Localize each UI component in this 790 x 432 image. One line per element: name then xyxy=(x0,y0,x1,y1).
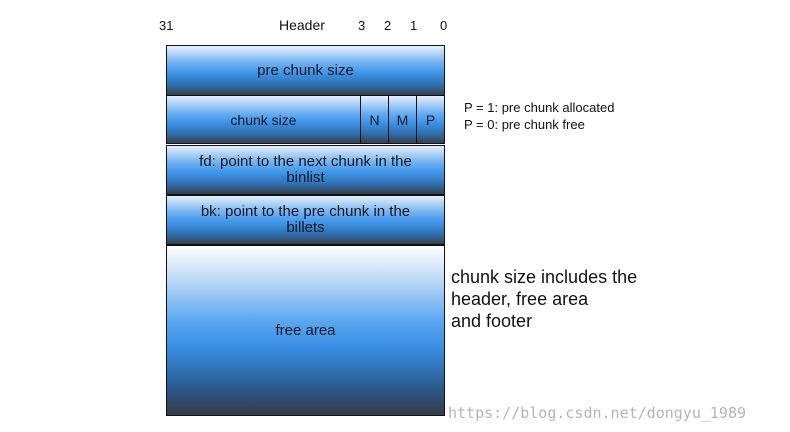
chunk-size-note-line3: and footer xyxy=(451,311,533,331)
chunk-size-note-line2: header, free area xyxy=(451,289,589,309)
p-flag-note: P = 1: pre chunk allocated P = 0: pre ch… xyxy=(464,99,614,133)
p-flag-note-allocated: P = 1: pre chunk allocated xyxy=(464,100,615,115)
flag-n-cell: N xyxy=(360,96,388,143)
bit-3-label: 3 xyxy=(358,18,366,33)
fd-label-line2: binlist xyxy=(286,169,325,186)
bk-pointer-field: bk: point to the pre chunk in the billet… xyxy=(166,195,445,245)
header-label: Header xyxy=(279,17,325,33)
p-flag-note-free: P = 0: pre chunk free xyxy=(464,117,585,132)
bit-2-label: 2 xyxy=(384,18,392,33)
free-area-label: free area xyxy=(275,322,336,339)
bit-1-label: 1 xyxy=(410,18,418,33)
flag-m-label: M xyxy=(396,111,409,128)
chunk-size-note: chunk size includes the header, free are… xyxy=(451,266,637,332)
free-area-field: free area xyxy=(166,245,445,416)
bk-label-line1: bk: point to the pre chunk in the xyxy=(200,203,411,220)
bit-31-label: 31 xyxy=(159,18,174,33)
pre-chunk-size-field: pre chunk size xyxy=(166,45,445,96)
watermark: https://blog.csdn.net/dongyu_1989 xyxy=(448,404,747,422)
chunk-size-field: chunk size N M P xyxy=(166,95,445,144)
chunk-size-label: chunk size xyxy=(230,111,297,128)
chunk-size-note-line1: chunk size includes the xyxy=(451,267,638,287)
flag-p-cell: P xyxy=(416,96,444,143)
flag-m-cell: M xyxy=(388,96,416,143)
fd-pointer-field: fd: point to the next chunk in the binli… xyxy=(166,145,445,195)
fd-label-line1: fd: point to the next chunk in the xyxy=(199,153,412,170)
chunk-size-cell: chunk size xyxy=(167,96,360,143)
bit-0-label: 0 xyxy=(440,18,448,33)
flag-n-label: N xyxy=(369,111,380,128)
bk-label-line2: billets xyxy=(286,219,325,236)
pre-chunk-size-label: pre chunk size xyxy=(257,62,354,79)
flag-p-label: P xyxy=(425,111,436,128)
